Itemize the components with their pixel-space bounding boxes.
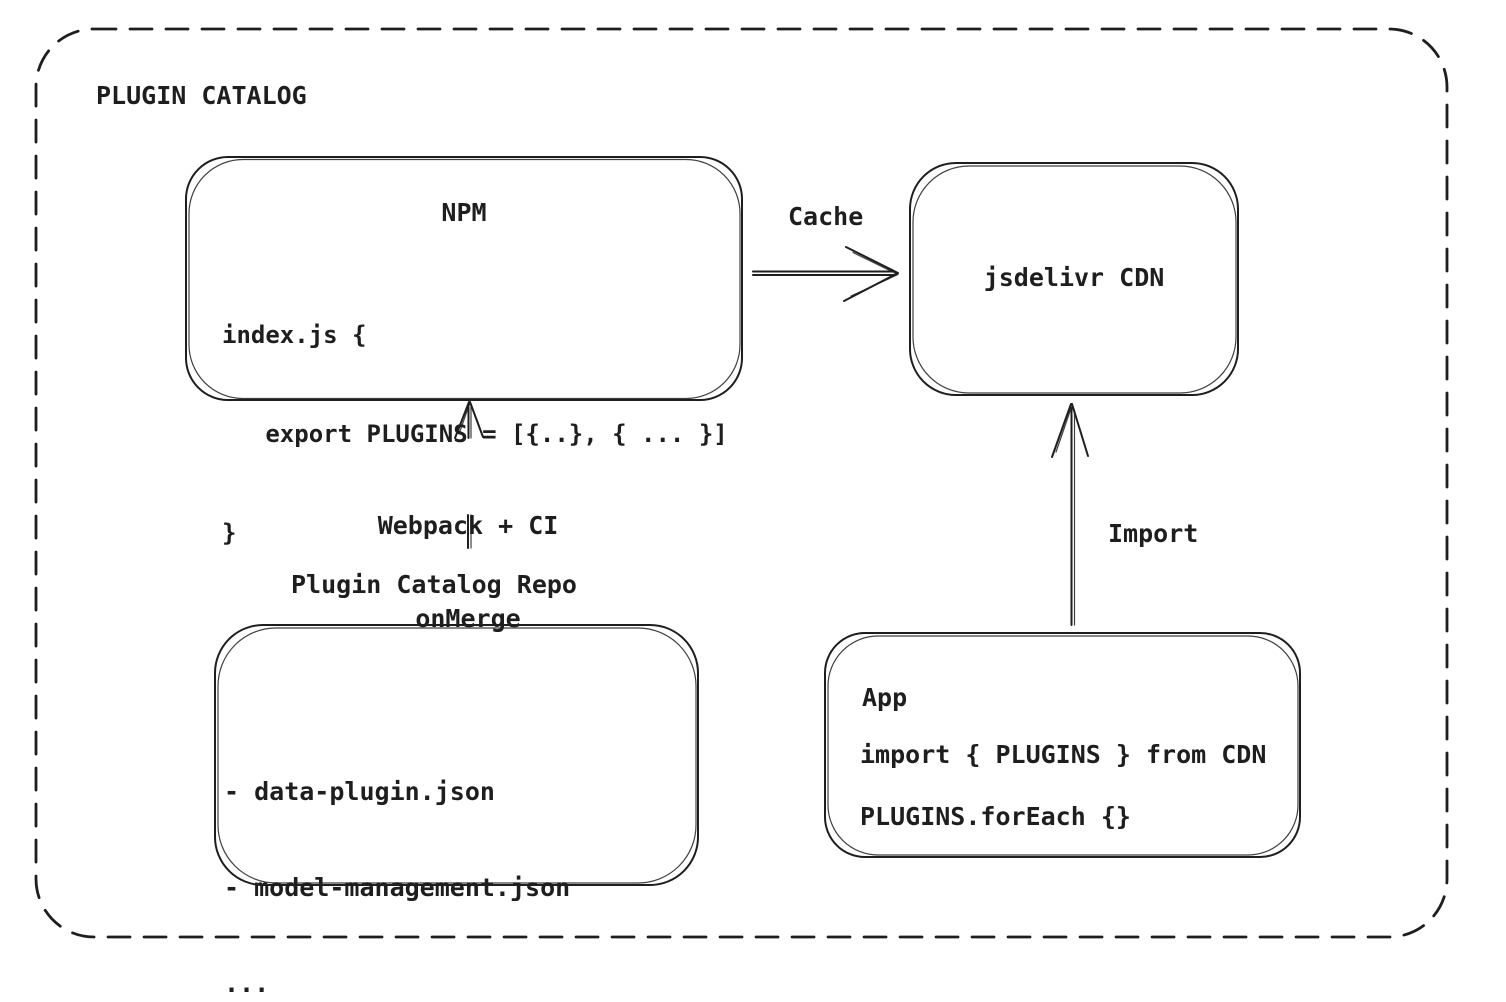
app-code-line: import { PLUGINS } from CDN: [860, 740, 1267, 769]
diagram-title: PLUGIN CATALOG: [96, 81, 307, 110]
npm-code-line: }: [222, 519, 237, 547]
repo-file-list: - data-plugin.json - model-management.js…: [224, 712, 570, 1002]
build-arrow: [455, 402, 483, 548]
repo-file-item: - data-plugin.json: [224, 777, 495, 806]
import-arrow-label: Import: [1108, 519, 1199, 548]
cdn-box-title: jsdelivr CDN: [983, 263, 1165, 292]
cache-arrow-label: Cache: [788, 202, 864, 231]
repo-box-title: Plugin Catalog Repo: [291, 570, 577, 599]
catalog-boundary-outline: [36, 29, 1447, 937]
build-arrow-label-line: onMerge: [415, 604, 521, 633]
repo-box-shape: [215, 625, 698, 885]
app-box-shape: [825, 633, 1300, 857]
npm-box-shape: [186, 157, 742, 400]
repo-file-item: ...: [224, 969, 270, 998]
npm-box-title: NPM: [441, 198, 487, 227]
cache-arrow: [753, 247, 898, 301]
npm-code-block: index.js { export PLUGINS = [{..}, { ...…: [222, 253, 728, 616]
build-arrow-label: Webpack + CI onMerge: [318, 448, 618, 696]
import-arrow: [1052, 404, 1088, 625]
app-code-line: PLUGINS.forEach {}: [860, 802, 1131, 831]
npm-code-line: index.js {: [222, 321, 367, 349]
build-arrow-label-line: Webpack + CI: [377, 511, 559, 540]
repo-file-item: - model-management.json: [224, 873, 571, 902]
npm-code-line: export PLUGINS = [{..}, { ... }]: [222, 420, 728, 448]
cdn-box-shape: [910, 163, 1238, 395]
app-box-title: App: [862, 683, 908, 712]
